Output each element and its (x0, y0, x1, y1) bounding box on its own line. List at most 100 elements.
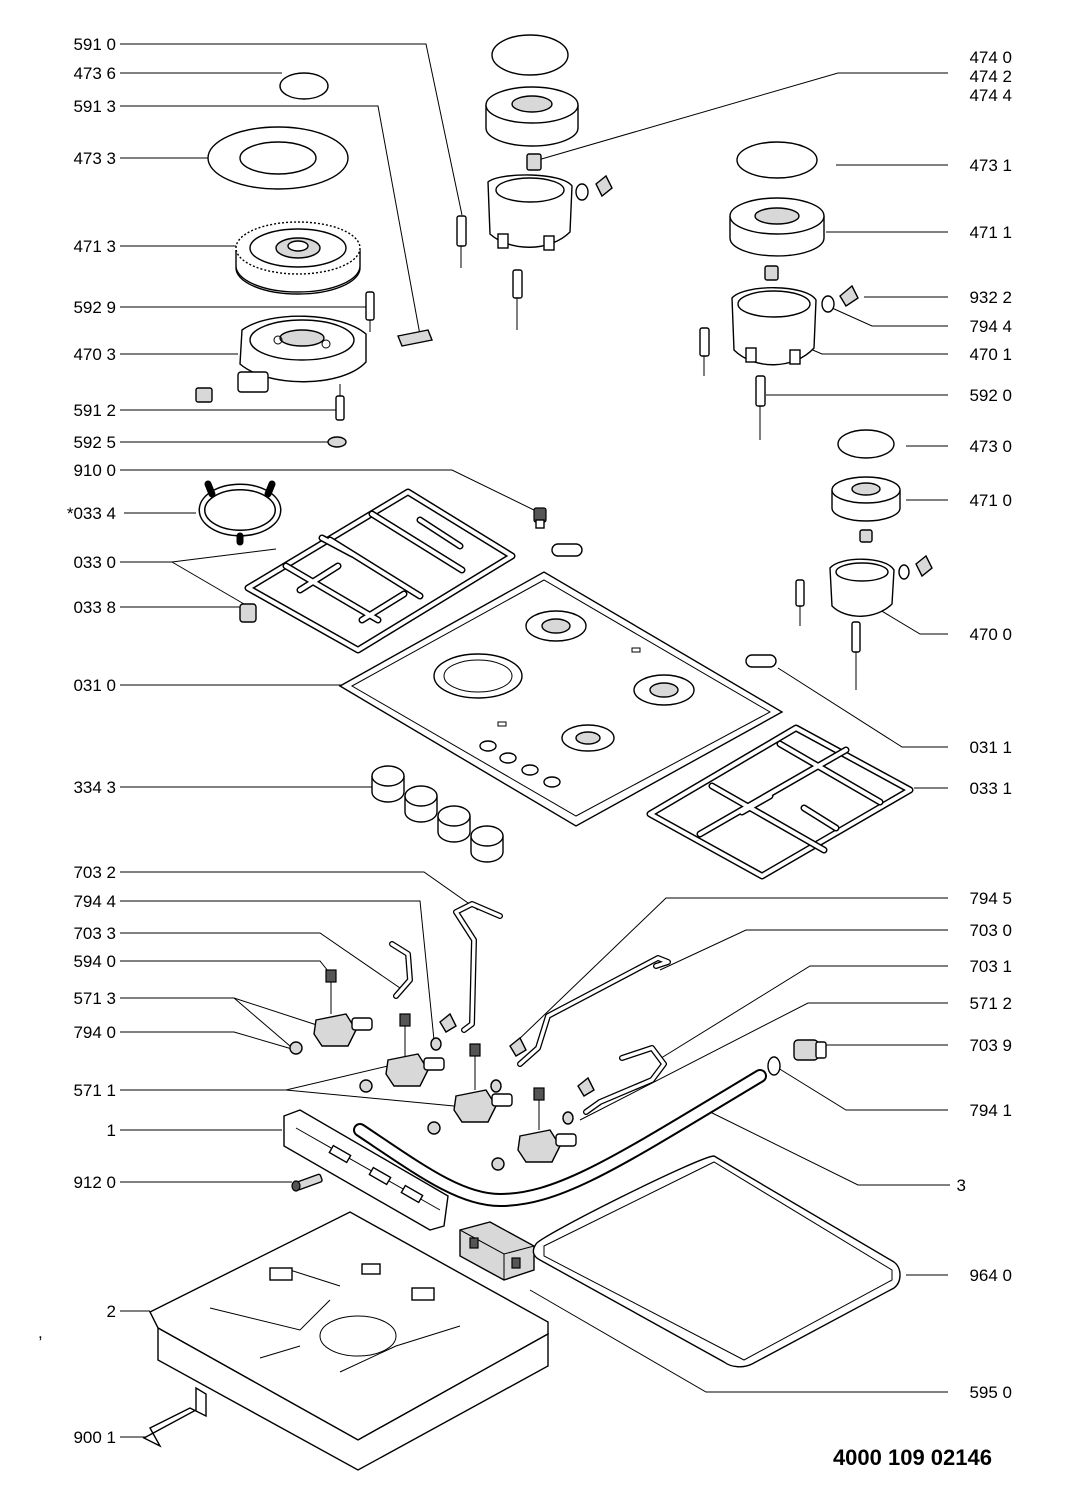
right-labels: 474 0 474 2 474 4 473 1 471 1 932 2 794 … (957, 48, 1012, 1402)
nozzle-part-471-0 (859, 529, 873, 543)
label-703-2: 703 2 (73, 863, 116, 882)
label-591-0: 591 0 (73, 35, 116, 54)
label-910-0: 910 0 (73, 461, 116, 480)
label-703-0: 703 0 (969, 921, 1012, 940)
burner-head-471-0-part (831, 476, 901, 522)
label-033-4: *033 4 (67, 504, 116, 523)
label-033-0: 033 0 (73, 553, 116, 572)
clip-part-lower-b (509, 1036, 527, 1057)
wok-ring-part (198, 480, 282, 546)
ignition-module-part (459, 1221, 535, 1281)
label-473-3: 473 3 (73, 149, 116, 168)
label-592-5: 592 5 (73, 433, 116, 452)
washer-part-592-5 (327, 436, 347, 448)
seal-pad-part-top (551, 543, 583, 557)
gas-valve-part-571-2 (517, 1087, 577, 1163)
seal-part-b (427, 1121, 441, 1135)
label-473-6: 473 6 (73, 64, 116, 83)
label-470-0: 470 0 (969, 625, 1012, 644)
gas-manifold-part (353, 1069, 767, 1207)
electrode-part-591-0 (456, 215, 467, 268)
washer-part-794-4 (821, 295, 835, 313)
clip-part-932-2 (839, 284, 859, 307)
label-334-3: 334 3 (73, 778, 116, 797)
fixing-bracket-part-900-1 (142, 1386, 207, 1448)
control-knob-part-2 (404, 785, 438, 823)
label-473-1: 473 1 (969, 156, 1012, 175)
connector-part-703-9 (793, 1039, 827, 1061)
clip-part-lower-c (577, 1076, 595, 1097)
label-571-1: 571 1 (73, 1081, 116, 1100)
burner-cap-473-0-part (837, 429, 895, 459)
left-labels: 591 0 473 6 591 3 473 3 471 3 592 9 470 … (67, 35, 116, 1447)
front-panel-bracket-part (283, 1109, 449, 1231)
label-3: 3 (957, 1176, 966, 1195)
seal-pad-part-031-1 (745, 654, 777, 668)
burner-body-470-0-part (829, 558, 895, 617)
label-031-0: 031 0 (73, 676, 116, 695)
gas-valve-part-571-3 (313, 969, 373, 1047)
document-number: 4000 109 02146 (833, 1445, 992, 1470)
electrode-part-592-9 (365, 291, 375, 332)
seal-part-794-0 (289, 1041, 303, 1055)
burner-cap-center-part (491, 34, 569, 76)
screw-part-912-0 (291, 1173, 323, 1192)
seal-part-a (359, 1079, 373, 1093)
gas-valve-part-571-1-b (453, 1043, 513, 1123)
seal-part-d (562, 1111, 574, 1125)
seal-part-c (491, 1157, 505, 1171)
label-932-2: 932 2 (969, 288, 1012, 307)
leader-lines (120, 43, 950, 1438)
gas-tube-part-703-2 (453, 901, 503, 1033)
thermocouple-clip-part (397, 329, 433, 347)
label-2: 2 (107, 1302, 116, 1321)
seal-part-794-1 (767, 1056, 781, 1076)
label-794-5: 794 5 (969, 889, 1012, 908)
label-571-3: 571 3 (73, 989, 116, 1008)
pan-support-right-part (646, 724, 914, 880)
label-471-1: 471 1 (969, 223, 1012, 242)
gas-tube-part-703-0 (517, 955, 671, 1067)
washer-part-center (575, 183, 589, 201)
seal-part-e (490, 1079, 502, 1093)
burner-ring-part (207, 126, 349, 190)
gas-tube-part-703-1 (583, 1045, 667, 1115)
gas-valve-part-571-1-a (385, 1013, 445, 1087)
label-794-4-left: 794 4 (73, 892, 116, 911)
label-470-3: 470 3 (73, 345, 116, 364)
control-knob-part-1 (371, 765, 405, 803)
washer-part-470-0 (898, 564, 910, 580)
label-703-9: 703 9 (969, 1036, 1012, 1055)
stray-mark: , (38, 1323, 43, 1342)
thermocouple-part-470-0 (851, 621, 861, 690)
gas-tube-part-703-3 (389, 941, 413, 999)
label-031-1: 031 1 (969, 738, 1012, 757)
screw-part-910-0 (533, 507, 547, 529)
label-474-4: 474 4 (969, 86, 1012, 105)
burner-head-right-part (729, 197, 825, 257)
label-592-0: 592 0 (969, 386, 1012, 405)
burner-cap-right-part (736, 141, 818, 179)
burner-body-center-part (487, 174, 573, 251)
label-900-1: 900 1 (73, 1428, 116, 1447)
thermocouple-part-592-0 (755, 375, 766, 440)
label-595-0: 595 0 (969, 1383, 1012, 1402)
label-794-1: 794 1 (969, 1101, 1012, 1120)
thermocouple-part-591-2 (335, 384, 345, 421)
label-033-8: 033 8 (73, 598, 116, 617)
label-471-0: 471 0 (969, 491, 1012, 510)
burner-head-large-part (235, 221, 361, 295)
label-703-3: 703 3 (73, 924, 116, 943)
label-1: 1 (107, 1121, 116, 1140)
label-912-0: 912 0 (73, 1173, 116, 1192)
nozzle-part-right (764, 265, 779, 281)
clip-part-470-0 (915, 554, 933, 578)
burner-body-right-part (731, 287, 817, 366)
label-470-1: 470 1 (969, 345, 1012, 364)
label-571-2: 571 2 (969, 994, 1012, 1013)
label-471-3: 471 3 (73, 237, 116, 256)
label-964-0: 964 0 (969, 1266, 1012, 1285)
seal-part-794-4 (430, 1037, 442, 1051)
control-knob-part-3 (437, 805, 471, 843)
